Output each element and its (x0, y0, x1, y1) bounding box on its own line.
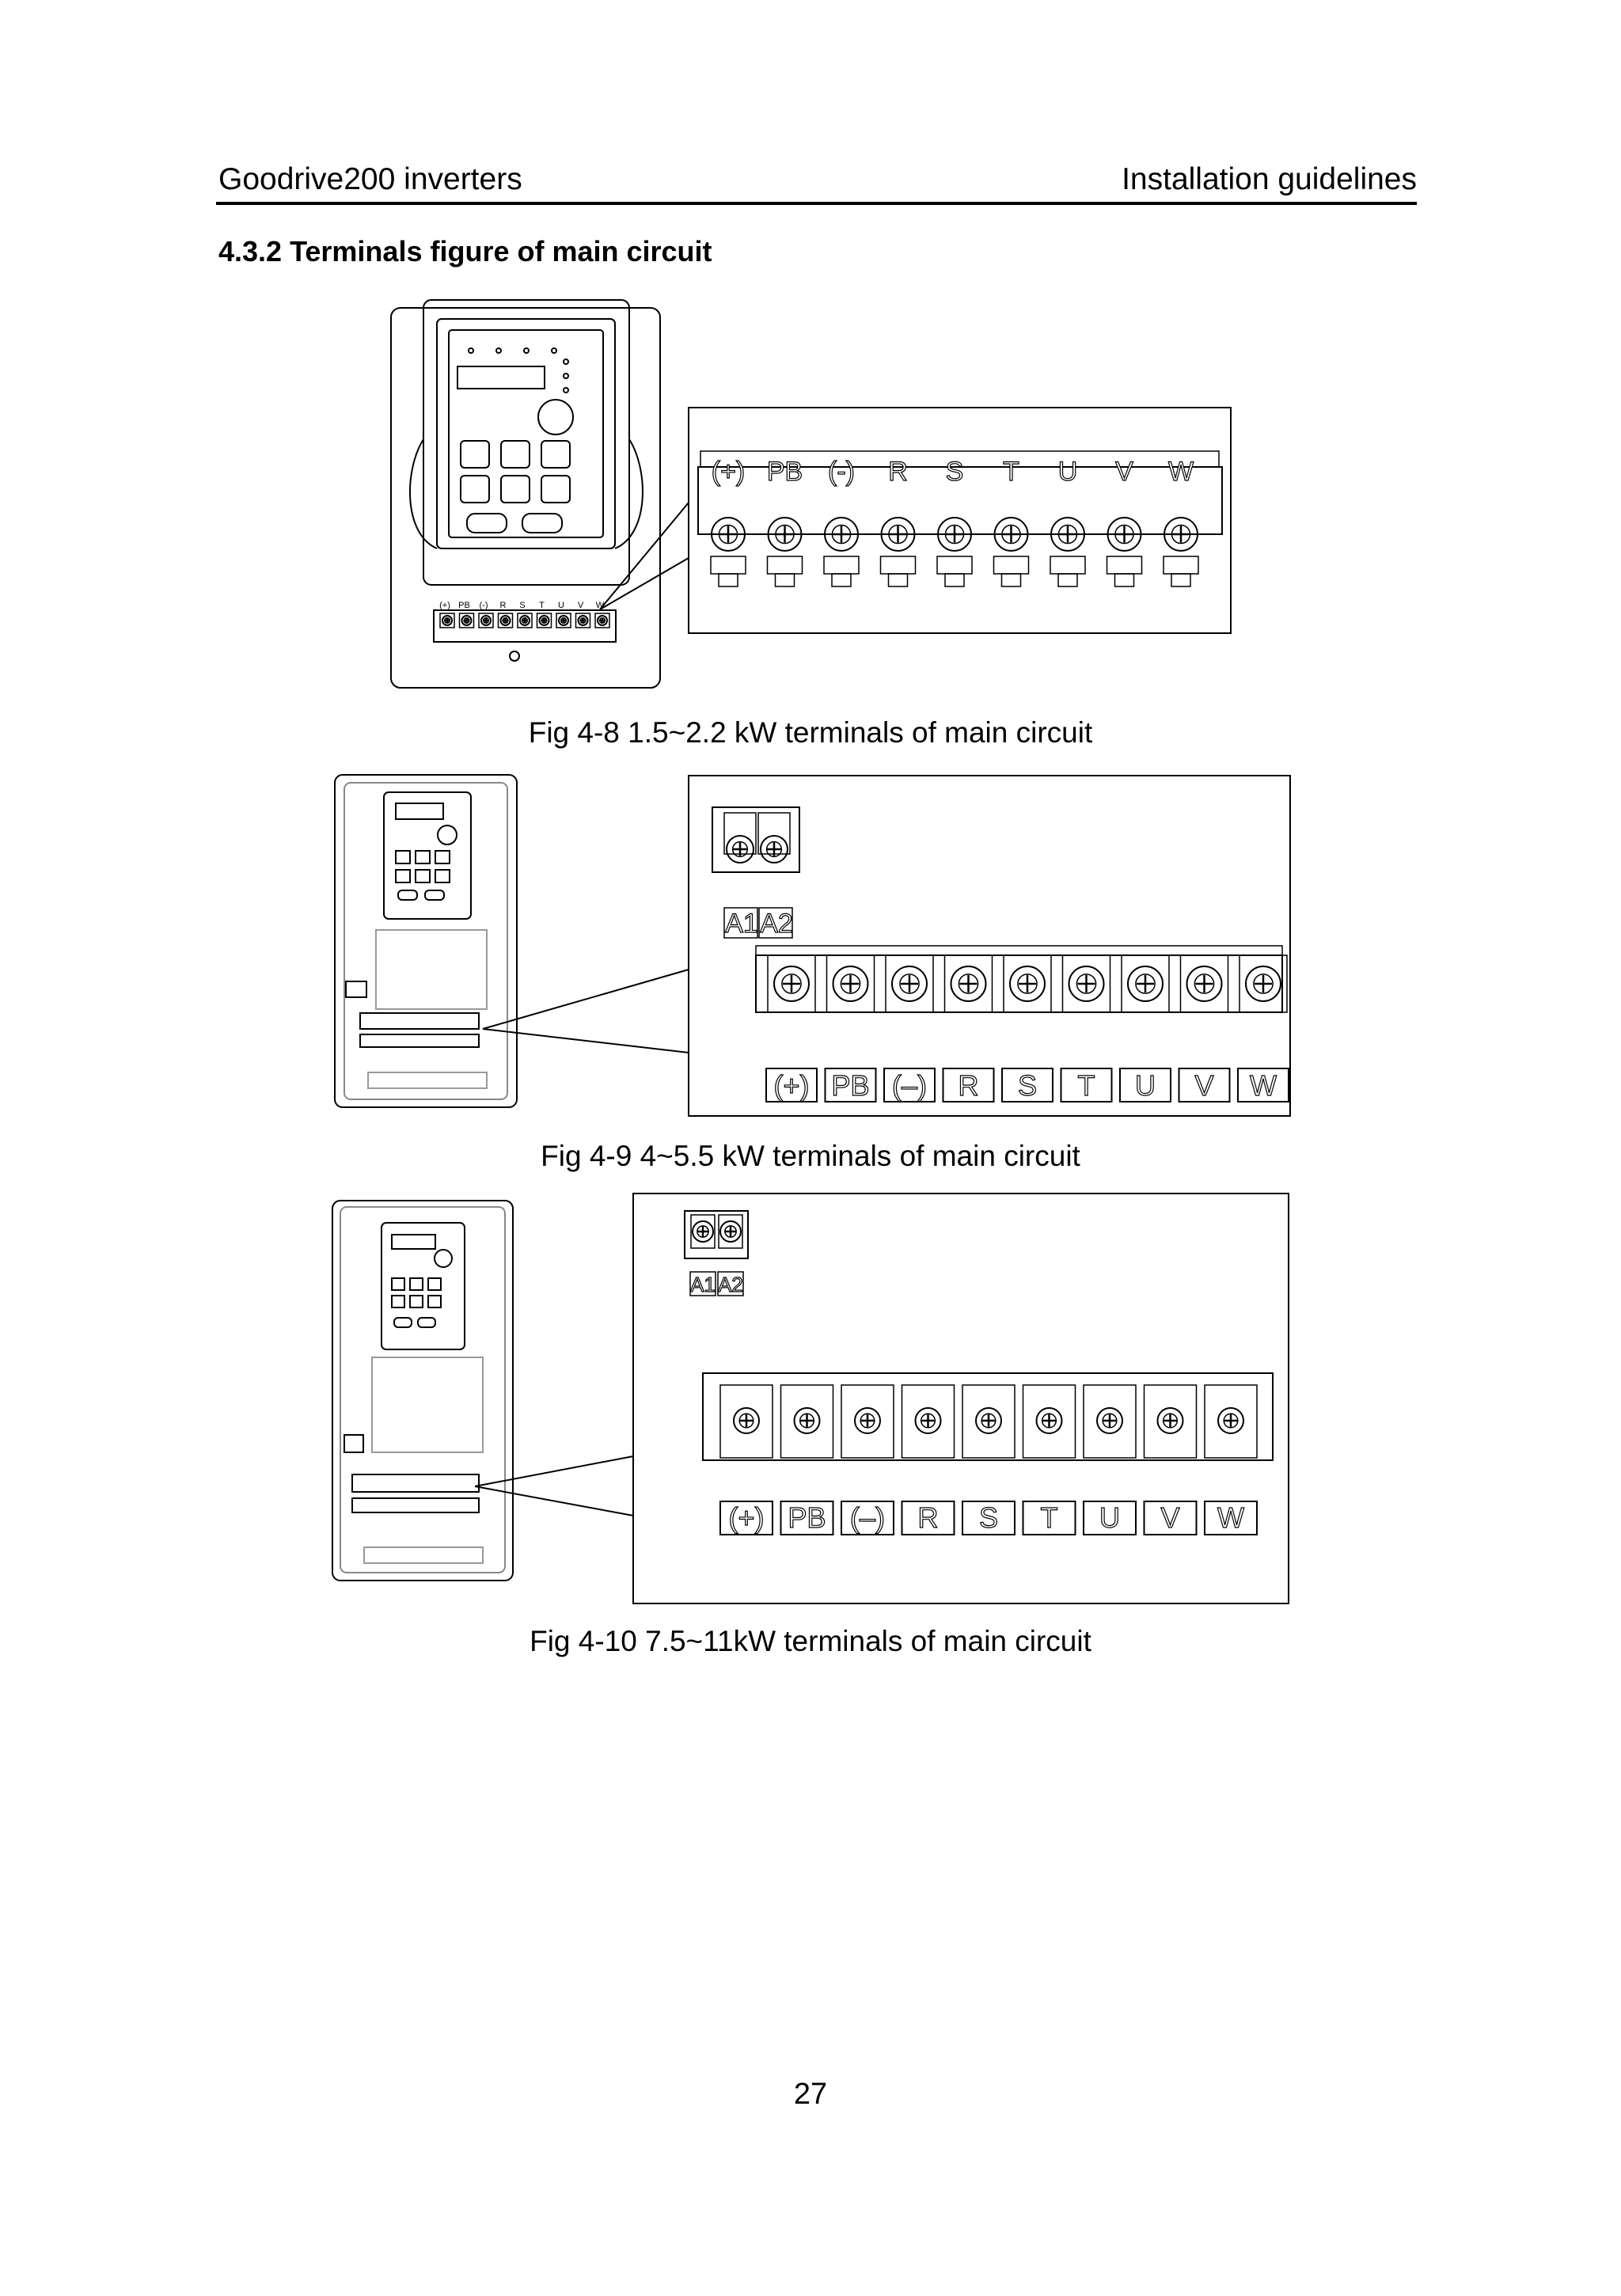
terminal-screw (1022, 1384, 1076, 1459)
terminal-label: T (1041, 1501, 1058, 1534)
terminal-label: U (1135, 1069, 1156, 1102)
terminal-screw (943, 954, 993, 1013)
mini-terminal (517, 613, 533, 628)
figure-4-8: (+) PB (-) R S T U V W (+) PB (-) R S T U V W (390, 299, 1232, 689)
mini-terminal-label: (+) (439, 601, 450, 610)
inverter-drawing (332, 1200, 514, 1581)
terminal-label: W (1217, 1501, 1244, 1534)
terminal-screw (823, 517, 860, 587)
terminal-label: T (1078, 1069, 1095, 1102)
terminal-screw (1179, 954, 1229, 1013)
terminal-label: R (888, 457, 908, 487)
terminal-screw (962, 1384, 1015, 1459)
page-number: 27 (793, 2078, 828, 2111)
terminal-screw (901, 1384, 955, 1459)
mini-terminal-label: PB (458, 601, 470, 610)
terminal-screw (780, 1384, 834, 1459)
detail-terminals: (+) PB (–) R S T U V W (702, 1372, 1274, 1535)
mini-terminal-label: (-) (480, 601, 488, 610)
aux-terminal-label: A1 (690, 1273, 716, 1296)
detail-frame (632, 1193, 1289, 1604)
aux-terminal-label: A2 (718, 1273, 743, 1296)
terminal-label: R (959, 1069, 979, 1102)
running-header-right: Installation guidelines (1122, 162, 1417, 196)
mini-terminal (594, 613, 610, 628)
terminal-screw (841, 1384, 894, 1459)
terminal-label: PB (831, 1069, 869, 1102)
terminal-label: S (946, 457, 964, 487)
detail-frame (688, 775, 1291, 1117)
terminal-screw (993, 517, 1030, 587)
detail-terminals: (+) PB (-) R S T U V W (697, 450, 1223, 587)
figure-caption-4-8: Fig 4-8 1.5~2.2 kW terminals of main cir… (528, 716, 1093, 749)
terminal-label: S (1018, 1069, 1037, 1102)
mini-terminal (575, 613, 591, 628)
terminal-screw (1083, 1384, 1137, 1459)
mini-terminal (556, 613, 571, 628)
terminal-label: PB (767, 457, 803, 487)
section-title: 4.3.2 Terminals figure of main circuit (218, 235, 712, 268)
inverter-terminal-strip: (+) PB (-) R S T U V W (439, 601, 610, 628)
mini-terminal-label: V (578, 601, 584, 610)
terminal-label: T (1003, 457, 1019, 487)
figure-caption-4-10: Fig 4-10 7.5~11kW terminals of main circ… (530, 1625, 1091, 1657)
terminal-label: (–) (892, 1069, 927, 1102)
terminal-screw (1106, 517, 1143, 587)
detail-terminals: (+) PB (–) R S T U V W (755, 945, 1289, 1102)
terminal-label: V (1115, 457, 1133, 487)
mini-terminal-label: T (539, 601, 545, 610)
terminal-label: (-) (828, 457, 855, 487)
inverter-drawing (334, 774, 518, 1108)
terminal-screw (879, 517, 917, 587)
mini-terminal-label: U (558, 601, 564, 610)
mini-terminal (458, 613, 475, 628)
terminal-label: R (918, 1501, 939, 1534)
figure-caption-4-9: Fig 4-9 4~5.5 kW terminals of main circu… (541, 1140, 1080, 1172)
terminal-screw (1239, 954, 1288, 1013)
terminal-screw (1050, 517, 1086, 587)
header-rule (216, 202, 1417, 205)
terminal-label: V (1194, 1069, 1213, 1102)
terminal-label: W (1168, 457, 1194, 487)
mini-terminal-label: S (519, 601, 525, 610)
inverter-drawing (390, 299, 661, 689)
aux-terminal-label: A2 (760, 909, 793, 939)
terminal-screw (936, 517, 973, 587)
terminal-screw (1003, 954, 1052, 1013)
terminal-screw (767, 954, 816, 1013)
terminal-label: U (1099, 1501, 1120, 1534)
mini-terminal-label: W (596, 601, 605, 610)
terminal-screw (766, 517, 803, 587)
terminal-screw (826, 954, 875, 1013)
terminal-label: U (1058, 457, 1078, 487)
mini-terminal (536, 613, 552, 628)
terminal-label: (+) (774, 1069, 810, 1102)
terminal-label: (+) (729, 1501, 765, 1534)
mini-terminal (478, 613, 494, 628)
terminal-label: PB (788, 1501, 826, 1534)
mini-terminal (439, 613, 455, 628)
detail-frame (688, 407, 1232, 634)
terminal-screw (885, 954, 934, 1013)
terminal-screw (719, 1384, 773, 1459)
mini-terminal (497, 613, 514, 628)
terminal-screw (1121, 954, 1170, 1013)
terminal-label: V (1160, 1501, 1179, 1534)
terminal-screw (1204, 1384, 1258, 1459)
terminal-label: (+) (712, 457, 746, 487)
terminal-screw (1061, 954, 1111, 1013)
terminal-screw (710, 517, 746, 587)
aux-terminal-label: A1 (725, 909, 758, 939)
terminal-screw (1143, 1384, 1198, 1459)
terminal-screw (1163, 517, 1199, 587)
terminal-label: (–) (850, 1501, 885, 1534)
mini-terminal-label: R (500, 601, 507, 610)
terminal-label: W (1250, 1069, 1277, 1102)
running-header-left: Goodrive200 inverters (218, 162, 522, 196)
terminal-label: S (979, 1501, 998, 1534)
